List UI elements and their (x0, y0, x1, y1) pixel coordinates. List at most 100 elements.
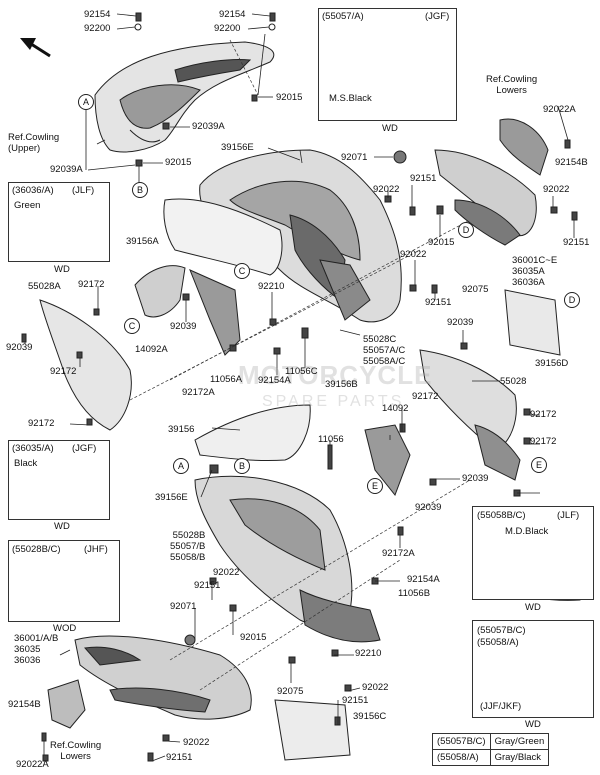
part-label: 92039 (415, 502, 442, 513)
variant-color: Black (14, 458, 38, 469)
part-label: 92154A (407, 574, 440, 585)
variant-tag: (JJF/JKF) (480, 701, 522, 712)
variant-color: M.D.Black (505, 526, 549, 537)
part-label: 39156C (353, 711, 387, 722)
part-label: 92200 (84, 23, 111, 34)
part-label: 92172 (28, 418, 55, 429)
variant-code: (55028B/C) (12, 544, 61, 555)
variant-note: WD (525, 602, 541, 613)
part-label: 14092 (382, 403, 409, 414)
legend-code: (55058/A) (432, 749, 491, 766)
callout-b: B (234, 458, 250, 474)
callout-c: C (124, 318, 140, 334)
part-label: 92151 (425, 297, 452, 308)
front-direction-arrow (20, 38, 51, 58)
part-label: 92015 (276, 92, 303, 103)
callout-d: D (564, 292, 580, 308)
alignment-lines (129, 39, 471, 691)
part-label: 92039A (50, 164, 83, 175)
part-label: 55028A (28, 281, 61, 292)
part-label: 92154A (258, 375, 291, 386)
variant-box-55057a (318, 8, 457, 121)
part-label: 92071 (170, 601, 197, 612)
part-label: 92172 (530, 409, 557, 420)
part-label: 55028 (500, 376, 527, 387)
bottom-lower-cowling (74, 635, 252, 720)
part-label: 11056B (398, 588, 431, 599)
part-label: 36001C~E 36035A 36036A (512, 255, 558, 288)
variant-tag: (JGF) (72, 443, 97, 454)
variant-tag: (JGF) (425, 11, 450, 22)
part-label: 92151 (563, 237, 590, 248)
variant-code-1: (55057B/C) (477, 625, 526, 636)
part-label: 92172 (412, 391, 439, 402)
callout-b: B (132, 182, 148, 198)
part-label: Ref.Cowling Lowers (50, 740, 102, 762)
part-label: 92015 (428, 237, 455, 248)
part-label: 92210 (258, 281, 285, 292)
variant-code: (55057/A) (322, 11, 364, 22)
sticker-39156d (504, 289, 561, 356)
callout-a: A (173, 458, 189, 474)
part-label: 92172 (50, 366, 77, 377)
part-label: 11056A (210, 374, 243, 385)
part-label: 92022 (213, 567, 240, 578)
upper-cowling-part (94, 41, 275, 153)
part-label: 92039 (6, 342, 33, 353)
variant-tag: (JLF) (72, 185, 95, 196)
part-label: Ref.Cowling (Upper) (8, 132, 60, 154)
part-label: 92154 (84, 9, 111, 20)
part-label: 92039 (462, 473, 489, 484)
part-label: 92071 (341, 152, 368, 163)
variant-code: (36035/A) (12, 443, 54, 454)
part-label: 92022 (362, 682, 389, 693)
leader-lines (24, 13, 575, 762)
part-label: 92022 (373, 184, 400, 195)
variant-code: (55058B/C) (477, 510, 526, 521)
sticker-39156c (274, 699, 351, 761)
variant-note: WOD (53, 623, 77, 634)
part-label: 39156D (535, 358, 569, 369)
variant-note: WD (525, 719, 541, 730)
part-label: Ref.Cowling Lowers (486, 74, 538, 96)
watermark-line-1: MOTORCYCLE (238, 360, 433, 390)
part-label: 92015 (240, 632, 267, 643)
part-label: 92022A (16, 759, 49, 770)
inner-panel-14092a (134, 265, 241, 356)
callout-e: E (531, 457, 547, 473)
center-cowling-part (199, 149, 402, 323)
callout-e: E (367, 478, 383, 494)
part-label: 92075 (462, 284, 489, 295)
variant-tag: (JLF) (557, 510, 580, 521)
part-label: 55028C 55057A/C 55058A/C (363, 334, 406, 367)
legend-color: Gray/Green (489, 733, 550, 750)
sticker-39156 (194, 404, 311, 462)
variant-note: WD (54, 521, 70, 532)
part-label: 92151 (166, 752, 193, 763)
part-label: 92022 (183, 737, 210, 748)
part-label: 92151 (194, 580, 221, 591)
side-panel-55028a (39, 299, 132, 431)
part-label: 39156A (126, 236, 159, 247)
variant-box-55028bc (8, 540, 120, 622)
part-label: 92172 (78, 279, 105, 290)
part-label: 92210 (355, 648, 382, 659)
part-label: 39156E (155, 492, 188, 503)
part-label: 92172A (182, 387, 215, 398)
part-label: 92151 (410, 173, 437, 184)
part-label: 92172A (382, 548, 415, 559)
part-label: 11056C (285, 366, 318, 377)
part-label: 14092A (135, 344, 168, 355)
variant-tag: (JHF) (84, 544, 108, 555)
variant-box-36035a (8, 440, 110, 520)
part-label: 39156E (221, 142, 254, 153)
part-label: 92154B (555, 157, 588, 168)
variant-code-2: (55058/A) (477, 637, 519, 648)
right-upper-lower-cowling (434, 118, 549, 246)
part-label: 55028B 55057/B 55058/B (170, 530, 206, 563)
legend-row: (55057B/C) Gray/Green (432, 733, 550, 750)
variant-code: (36036/A) (12, 185, 54, 196)
watermark-line-2: SPARE PARTS (262, 393, 405, 410)
callout-d: D (458, 222, 474, 238)
variant-box-55058bc (472, 506, 594, 600)
